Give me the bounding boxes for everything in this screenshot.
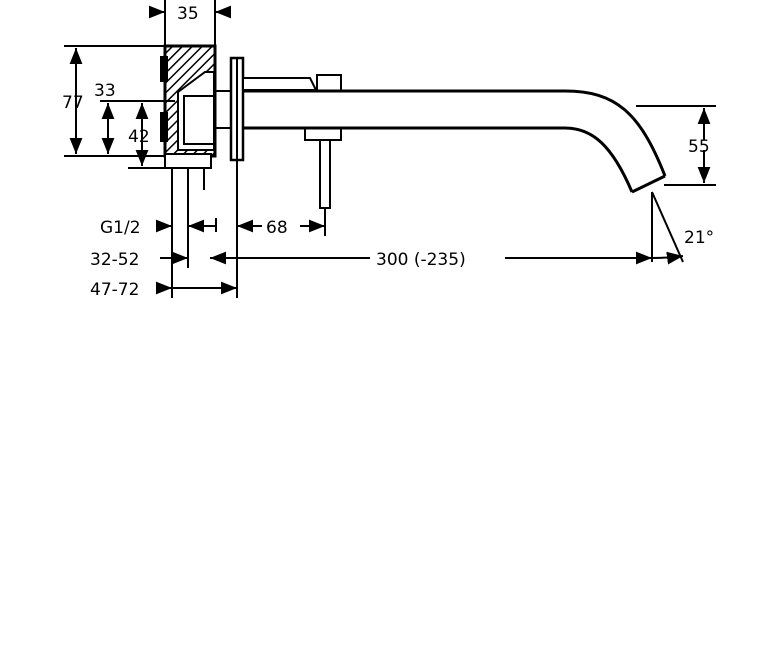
cover-plate [229,56,245,162]
dim-body-depth: 35 [149,0,231,46]
dim-heights: 77 33 42 [62,45,175,169]
dim-lever-offset: 68 [236,160,326,298]
dim-body-depth-label: 35 [177,4,199,24]
dim-spout-angle: 21° [651,191,714,265]
dim-spout-length: 32-52 300 (-235) [90,232,652,298]
dim-spout-drop-label: 55 [688,137,710,157]
wall-box-section [160,44,217,232]
dim-spout-length-label: 300 (-235) [376,250,466,270]
dim-lever-offset-label: 68 [266,218,288,238]
dim-range-small-label: 32-52 [90,250,139,270]
lever-handle [242,74,342,209]
spout [214,89,667,194]
dim-range-large: 47-72 [90,280,237,300]
dim-height-lower-label: 42 [128,127,150,147]
dim-range-large-label: 47-72 [90,280,139,300]
dim-thread: G1/2 [100,218,217,238]
dim-height-upper-label: 33 [94,81,116,101]
dim-spout-angle-label: 21° [684,228,714,248]
dim-height-total-label: 77 [62,93,84,113]
dim-thread-label: G1/2 [100,218,141,238]
dim-spout-drop: 55 [636,105,716,186]
